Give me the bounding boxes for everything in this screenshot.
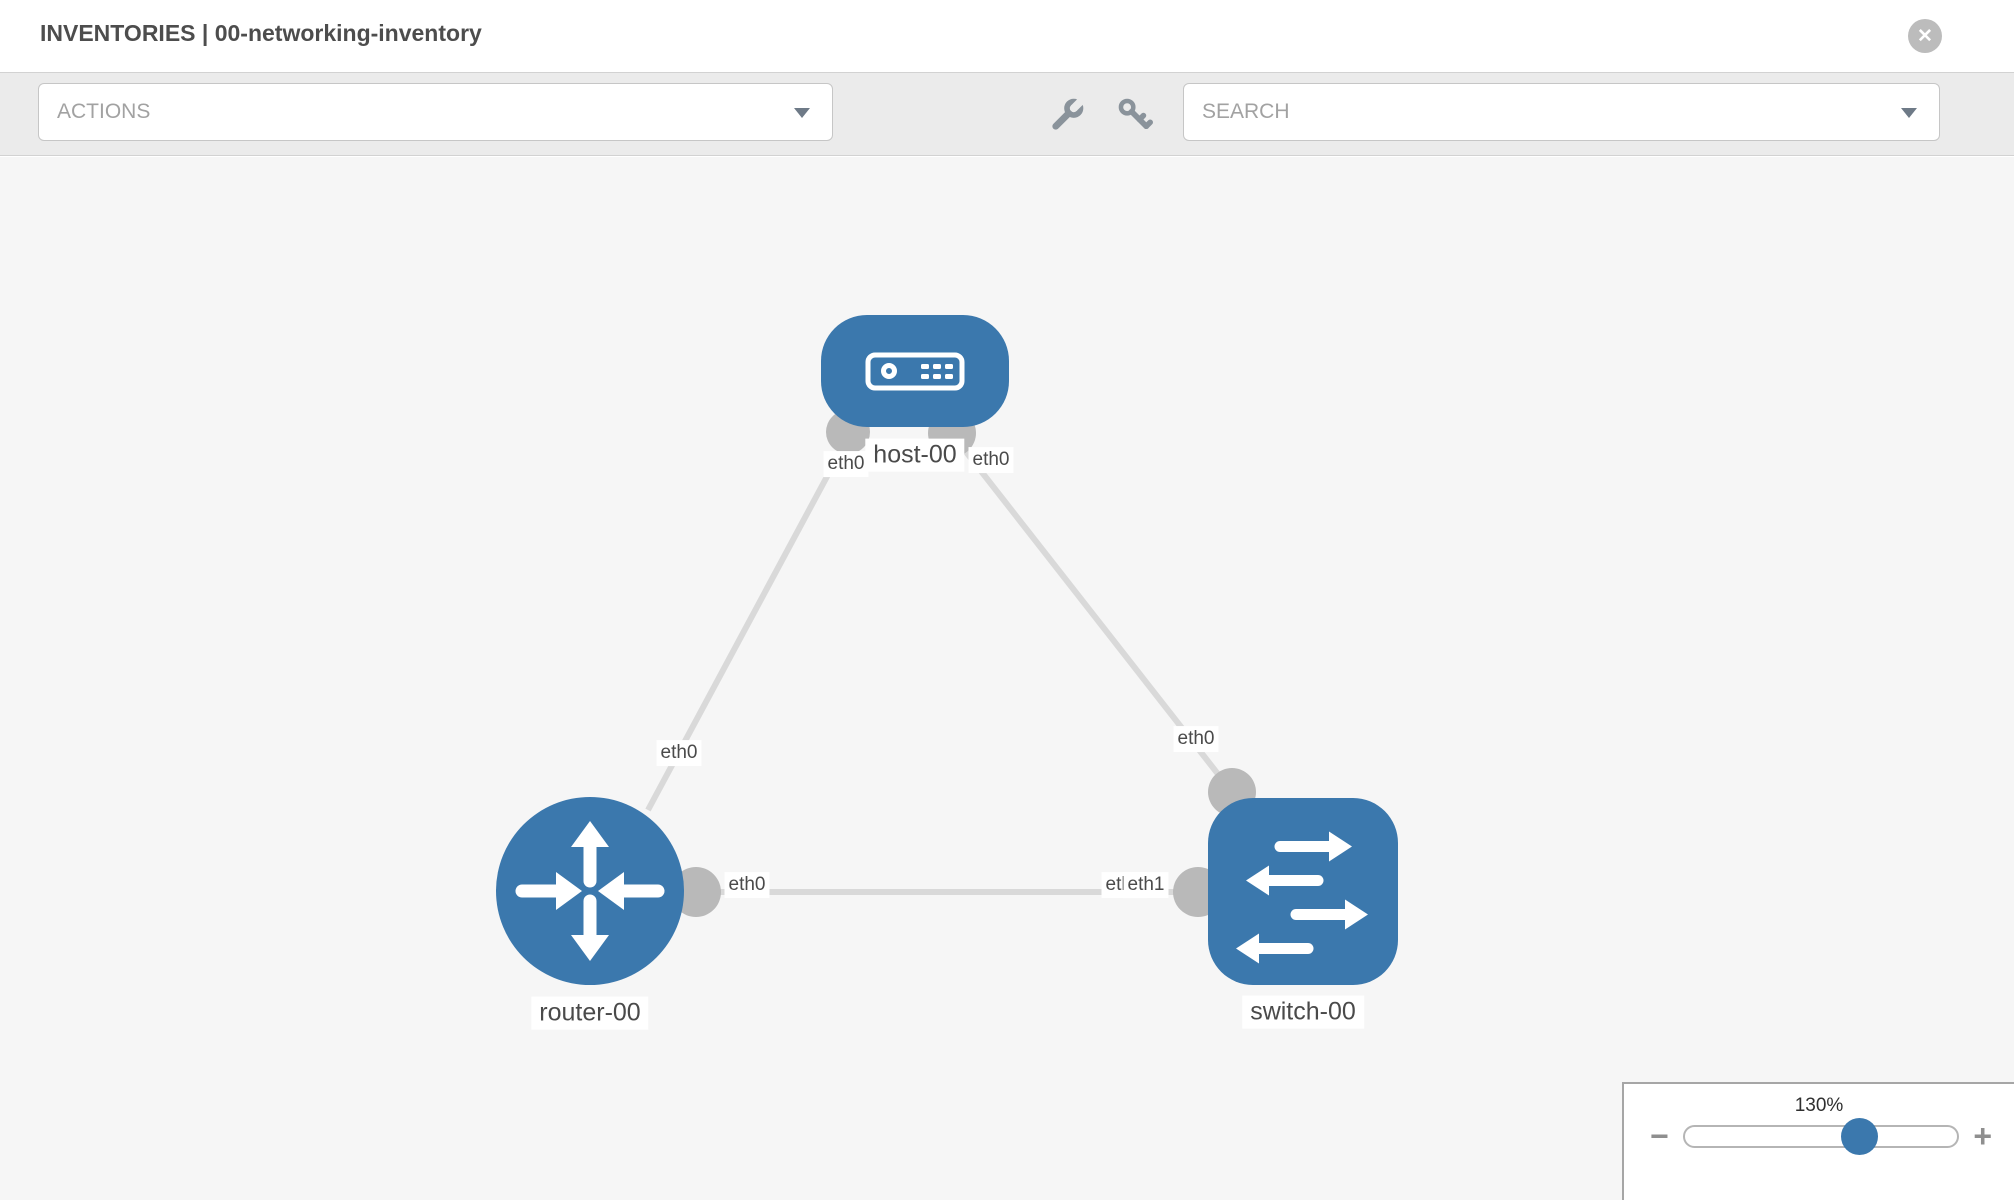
switch-icon-arrow-head (1236, 933, 1259, 964)
zoom-panel: 130% − + (1622, 1082, 2014, 1200)
host-icon-dot (921, 364, 929, 369)
key-icon[interactable] (1117, 97, 1153, 133)
zoom-out-button[interactable]: − (1650, 1118, 1669, 1154)
node-switch-00[interactable] (1208, 798, 1398, 985)
actions-input[interactable] (39, 84, 832, 140)
link-host-00--switch-00[interactable] (949, 432, 1235, 794)
switch-icon-arrow-head (1246, 865, 1269, 896)
link-endpoint-dot[interactable] (671, 867, 721, 917)
host-icon-dot (933, 364, 941, 369)
chevron-down-icon (794, 108, 810, 118)
zoom-slider-thumb[interactable] (1841, 1117, 1879, 1155)
router-icon-arrow-head (598, 872, 624, 910)
host-shape (821, 315, 1009, 427)
switch-icon-arrow-head (1345, 899, 1368, 930)
zoom-in-button[interactable]: + (1973, 1118, 1992, 1154)
node-host-00[interactable] (821, 315, 1009, 427)
router-icon-arrow-head (571, 935, 609, 961)
host-icon-dot (921, 374, 929, 379)
zoom-slider[interactable] (1682, 1117, 1960, 1155)
host-icon (865, 352, 965, 391)
host-icon-dot (945, 374, 953, 379)
toolbar (0, 73, 2014, 156)
host-icon-dot (933, 374, 941, 379)
page-title: INVENTORIES | 00-networking-inventory (40, 20, 482, 46)
topology-canvas[interactable] (0, 157, 2014, 1200)
router-shape (496, 797, 684, 985)
switch-shape (1208, 798, 1398, 985)
zoom-level-label: 130% (1794, 1095, 1844, 1116)
search-dropdown[interactable] (1183, 83, 1940, 141)
node-router-00[interactable] (496, 797, 684, 985)
router-icon-arrow-head (571, 821, 609, 847)
search-input[interactable] (1184, 84, 1939, 140)
chevron-down-icon (1901, 108, 1917, 118)
close-icon: ✕ (1917, 25, 1933, 47)
router-icon-arrow-head (556, 872, 582, 910)
switch-icon-arrow-head (1329, 831, 1352, 862)
host-icon-dot (945, 364, 953, 369)
host-icon-led (881, 363, 897, 379)
wrench-icon[interactable] (1049, 97, 1085, 133)
header: INVENTORIES | 00-networking-inventory ✕ (0, 0, 2014, 73)
actions-dropdown[interactable] (38, 83, 833, 141)
close-button[interactable]: ✕ (1908, 19, 1942, 53)
link-host-00--router-00[interactable] (645, 428, 855, 812)
